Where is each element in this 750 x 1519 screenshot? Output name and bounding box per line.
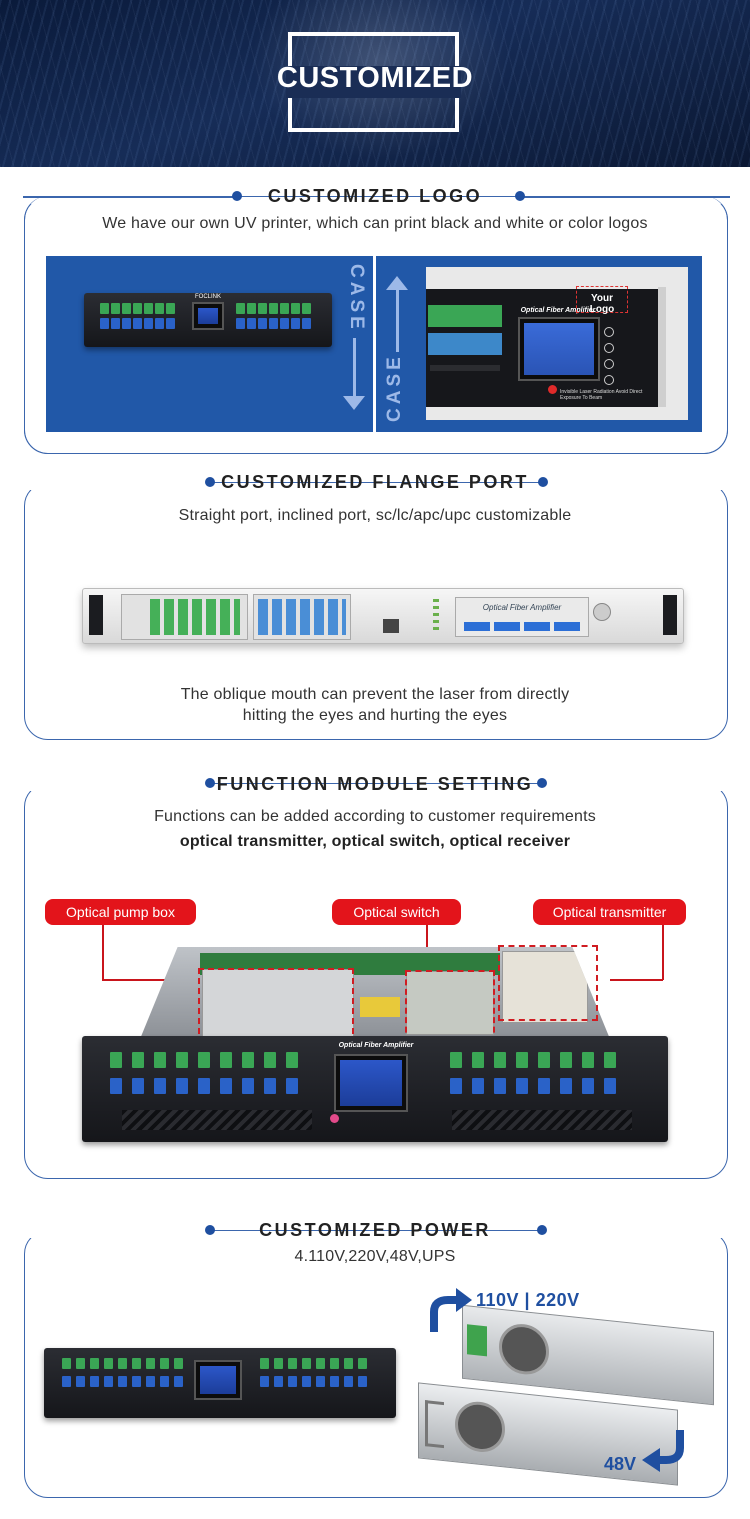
hero-title-frame <box>286 32 461 132</box>
device-brand-label: FOCLINK <box>194 294 221 300</box>
power-device-image <box>44 1348 396 1418</box>
flange-card <box>24 482 728 740</box>
power-title-dot-left <box>205 1225 215 1235</box>
function-title-dot-left <box>205 778 215 788</box>
curved-arrow-ac-icon <box>430 1288 472 1332</box>
callout-optical-transmitter: Optical transmitter <box>533 899 686 925</box>
callout-optical-switch: Optical switch <box>332 899 461 925</box>
device-panel-title: Optical Fiber Amplifier <box>520 307 596 314</box>
function-title-dot-right <box>537 778 547 788</box>
flange-device-image: Optical Fiber Amplifier <box>82 588 684 644</box>
logo-section-description: We have our own UV printer, which can pr… <box>102 215 648 232</box>
hero-title: CUSTOMIZED <box>276 62 474 94</box>
your-logo-placeholder: Your Logo <box>589 293 615 315</box>
function-section-description: Functions can be added according to cust… <box>154 808 596 825</box>
case-label-right: CASE <box>384 353 405 422</box>
flange-section-description: Straight port, inclined port, sc/lc/apc/… <box>178 507 572 524</box>
device-closeup-image: Optical Fiber Amplifier Invisible Laser … <box>426 267 688 420</box>
logo-case-panel-left: FOCLINK CASE <box>46 256 373 432</box>
flange-note-line2: hitting the eyes and hurting the eyes <box>242 707 508 724</box>
callout-optical-pump-box: Optical pump box <box>45 899 196 925</box>
flange-note-line1: The oblique mouth can prevent the laser … <box>180 686 570 703</box>
power-section-description: 4.110V,220V,48V,UPS <box>294 1248 456 1265</box>
flange-title-dot-right <box>538 477 548 487</box>
power-label-dc: 48V <box>604 1454 637 1474</box>
curved-arrow-dc-icon <box>642 1430 684 1472</box>
power-section-title: CUSTOMIZED POWER <box>259 1220 491 1240</box>
logo-title-dot-right <box>515 191 525 201</box>
arrow-up-icon <box>386 276 408 290</box>
function-card <box>24 783 728 1179</box>
logo-section-title: CUSTOMIZED LOGO <box>267 186 483 206</box>
laser-warning-label: Invisible Laser Radiation Avoid Direct E… <box>560 389 643 401</box>
hero-banner: CUSTOMIZED <box>0 0 750 167</box>
power-label-ac: 110V | 220V <box>476 1290 580 1310</box>
function-panel-title: Optical Fiber Amplifier <box>338 1042 414 1049</box>
flange-title-dot-left <box>205 477 215 487</box>
case-label-left: CASE <box>346 264 367 333</box>
device-image-foclink: FOCLINK <box>84 293 332 347</box>
logo-case-panel-right: CASE Optical Fiber Amplifier Invisible L… <box>376 256 702 432</box>
function-device-image: Optical Fiber Amplifier <box>82 1036 668 1142</box>
flange-panel-title: Optical Fiber Amplifier <box>482 603 562 612</box>
flange-section-title: CUSTOMIZED FLANGE PORT <box>221 472 529 492</box>
power-card <box>24 1230 728 1498</box>
power-title-dot-right <box>537 1225 547 1235</box>
open-chassis-image <box>140 947 610 1039</box>
logo-title-dot-left <box>232 191 242 201</box>
function-section-options: optical transmitter, optical switch, opt… <box>179 833 571 850</box>
arrow-down-icon <box>343 396 365 410</box>
function-section-title: FUNCTION MODULE SETTING <box>216 774 534 794</box>
